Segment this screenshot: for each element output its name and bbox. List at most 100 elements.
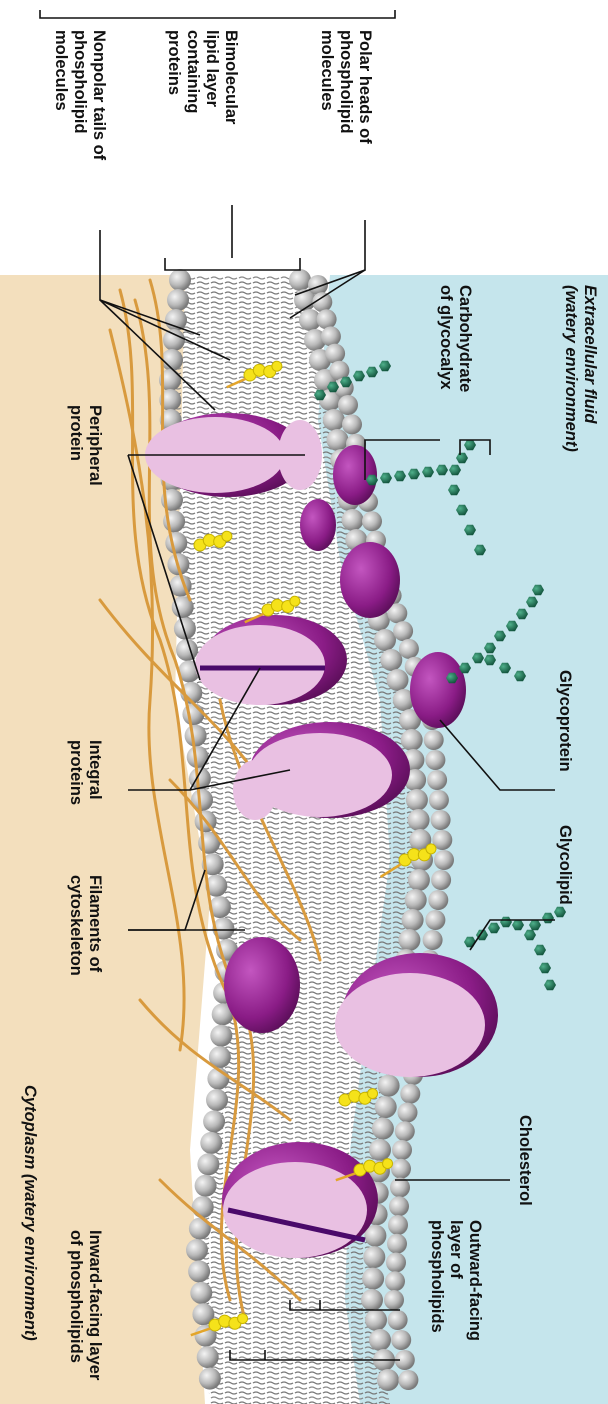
phospholipid-head (327, 429, 349, 451)
outer-protein-blob-3 (300, 499, 336, 551)
polar-heads-line3: molecules (318, 30, 336, 111)
bimolecular-line1: Bimolecular (222, 30, 240, 125)
phospholipid-head (391, 1159, 411, 1179)
phospholipid-head (338, 395, 358, 415)
phospholipid-head (395, 1121, 415, 1141)
inner-protein-blob (224, 937, 300, 1033)
polar-heads-line1: Polar heads of (356, 30, 374, 144)
phospholipid-head (169, 269, 191, 291)
label-integral: Integral proteins (67, 740, 104, 805)
outward-line1: Outward-facing (466, 1220, 484, 1341)
phospholipid-head (408, 869, 430, 891)
phospholipid-head (362, 511, 382, 531)
cholesterol-text: Cholesterol (516, 1115, 534, 1206)
label-cytoplasm: Cytoplasm (watery environment) (21, 1085, 39, 1341)
filaments-line1: Filaments of (86, 875, 104, 973)
phospholipid-head (199, 1368, 221, 1390)
bimolecular-line3: containing (184, 30, 202, 113)
phospholipid-head (187, 746, 209, 768)
phospholipid-head (389, 1196, 409, 1216)
phospholipid-head (377, 1369, 399, 1391)
label-glycolipid: Glycolipid (556, 825, 574, 905)
phospholipid-head (425, 910, 445, 930)
phospholipid-head (210, 1025, 232, 1047)
cytoplasm-text: Cytoplasm (watery environment) (21, 1085, 39, 1341)
phospholipid-head (186, 1239, 208, 1261)
phospholipid-head (387, 1234, 407, 1254)
integral-protein-4 (222, 1142, 378, 1258)
phospholipid-head (401, 729, 423, 751)
phospholipid-head (378, 1075, 400, 1097)
phospholipid-head (399, 639, 419, 659)
phospholipid-head (163, 329, 185, 351)
phospholipid-head (387, 669, 409, 691)
phospholipid-head (398, 1370, 418, 1390)
phospholipid-head (423, 930, 443, 950)
filaments-line2: cytoskeleton (67, 875, 85, 976)
phospholipid-head (398, 929, 420, 951)
phospholipid-head (190, 1282, 212, 1304)
phospholipid-head (369, 1139, 391, 1161)
phospholipid-head (197, 1153, 219, 1175)
integral-line2: proteins (67, 740, 85, 805)
phospholipid-head (388, 1215, 408, 1235)
phospholipid-head (431, 810, 451, 830)
carbohydrate-line1: Carbohydrate (456, 285, 474, 392)
phospholipid-head (406, 789, 428, 811)
phospholipid-head (192, 1196, 214, 1218)
phospholipid-head (289, 269, 311, 291)
outward-line2: layer of (447, 1220, 465, 1279)
phospholipid-head (342, 509, 364, 531)
bimolecular-line2: lipid layer (203, 30, 221, 108)
inward-line2: of phospholipids (67, 1230, 85, 1363)
polar-heads-line2: phospholipid (337, 30, 355, 134)
phospholipid-head (385, 1271, 405, 1291)
phospholipid-head (167, 289, 189, 311)
bimolecular-line4: proteins (165, 30, 183, 95)
extracellular-line1: Extracellular fluid (581, 285, 599, 424)
nonpolar-tails-line1: Nonpolar tails of (90, 30, 108, 161)
outward-line3: phospholipids (428, 1220, 446, 1333)
phospholipid-head (428, 890, 448, 910)
phospholipid-head (434, 850, 454, 870)
phospholipid-head (325, 344, 345, 364)
phospholipid-head (363, 1246, 385, 1268)
phospholipid-head (374, 629, 396, 651)
phospholipid-head (361, 1289, 383, 1311)
phospholipid-head (388, 1310, 408, 1330)
inward-line1: Inward-facing layer (86, 1230, 104, 1381)
phospholipid-head (392, 1140, 412, 1160)
nonpolar-tails-line2: phospholipid (71, 30, 89, 134)
phospholipid-head (375, 1096, 397, 1118)
phospholipid-head (174, 618, 196, 640)
label-inward: Inward-facing layer of phospholipids (67, 1230, 104, 1381)
peripheral-line2: protein (67, 405, 85, 461)
phospholipid-head (369, 1329, 391, 1351)
phospholipid-head (393, 621, 413, 641)
phospholipid-head (365, 1309, 387, 1331)
phospholipid-head (384, 1290, 404, 1310)
phospholipid-head (203, 1110, 225, 1132)
phospholipid-head (429, 790, 449, 810)
phospholipid-head (372, 1118, 394, 1140)
glycolipid-text: Glycolipid (556, 825, 574, 905)
phospholipid-head (176, 639, 198, 661)
glycoprotein-blob (410, 652, 466, 728)
phospholipid-head (200, 1132, 222, 1154)
phospholipid-head (182, 703, 204, 725)
phospholipid-head (321, 326, 341, 346)
label-carbohydrate: Carbohydrate of glycocalyx (437, 285, 474, 392)
phospholipid-head (342, 414, 362, 434)
phospholipid-head (386, 1253, 406, 1273)
phospholipid-head (402, 909, 424, 931)
phospholipid-head (425, 750, 445, 770)
label-cholesterol: Cholesterol (516, 1115, 534, 1206)
phospholipid-head (317, 309, 337, 329)
phospholipid-head (398, 1103, 418, 1123)
phospholipid-head (408, 809, 430, 831)
extracellular-line2: (watery environment) (562, 285, 580, 452)
phospholipid-head (188, 1260, 210, 1282)
phospholipid-head (161, 349, 183, 371)
label-filaments: Filaments of cytoskeleton (67, 875, 104, 976)
